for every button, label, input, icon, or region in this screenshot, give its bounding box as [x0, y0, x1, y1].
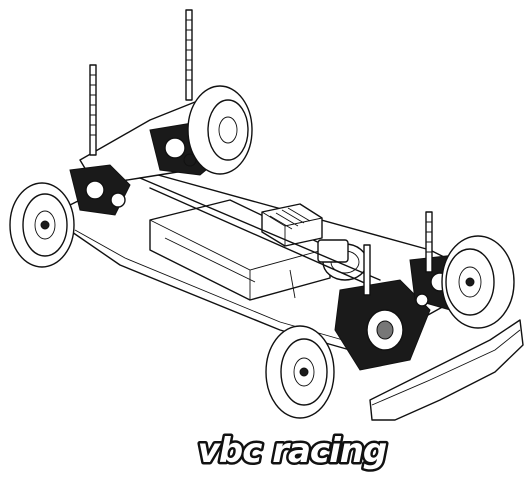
svg-text:vbc racing: vbc racing — [198, 431, 387, 471]
bumper — [369, 319, 524, 421]
wheel-rear-left — [265, 325, 335, 419]
wheel-front-right — [187, 85, 253, 175]
vbc-racing-logo: vbc racing vbc racing — [195, 429, 390, 474]
wheel-rear-right — [441, 235, 515, 329]
body-posts — [89, 9, 433, 296]
svg-text:vbc racing: vbc racing — [198, 431, 387, 471]
battery-pack — [149, 199, 331, 301]
wheel-front-left — [9, 182, 75, 268]
